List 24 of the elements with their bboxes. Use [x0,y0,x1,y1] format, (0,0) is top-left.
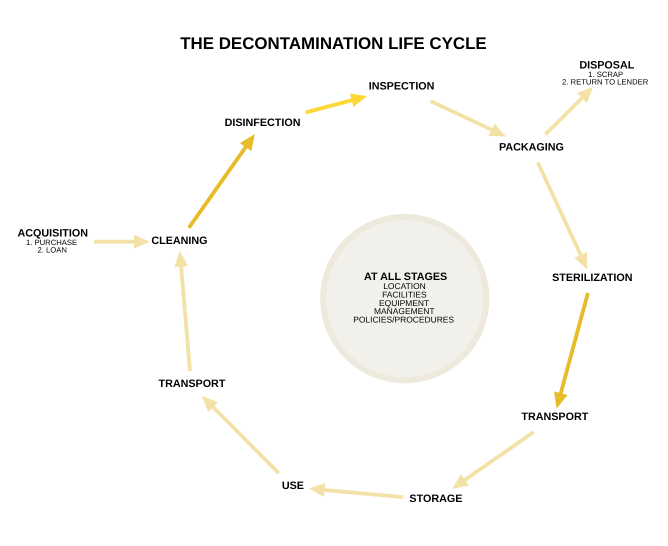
arrow [430,98,506,136]
node-text: INSPECTION [368,80,434,92]
arrow [305,93,368,114]
node-text: USE [282,480,304,492]
arrow [187,134,255,228]
arrow [308,482,404,499]
node-text: DISINFECTION [224,116,300,129]
node-text: STERILIZATION [552,272,633,284]
node-text: ACQUISITION 1. PURCHASE 2. LOAN [18,226,88,254]
arrow [536,161,588,269]
node-text: PACKAGING [498,140,564,153]
arrow [544,86,594,136]
node-text: TRANSPORT [158,378,226,390]
node-text: TRANSPORT [521,410,588,422]
arrow [94,234,150,248]
node-text: CLEANING [151,234,208,246]
node-text: STORAGE [409,492,462,505]
arrow [202,395,280,474]
node-text: DISPOSAL 1. SCRAP 2. RETURN TO LENDER [562,59,648,86]
arrow [174,250,192,371]
node-circle: AT ALL STAGES LOCATION FACILITIES EQUIPMENT MANAGEMENT POLICIES/PROCEDURES [320,213,490,383]
arrow [554,292,590,408]
arrow [452,430,536,488]
diagram-title: THE DECONTAMINATION LIFE CYCLE [180,33,487,52]
